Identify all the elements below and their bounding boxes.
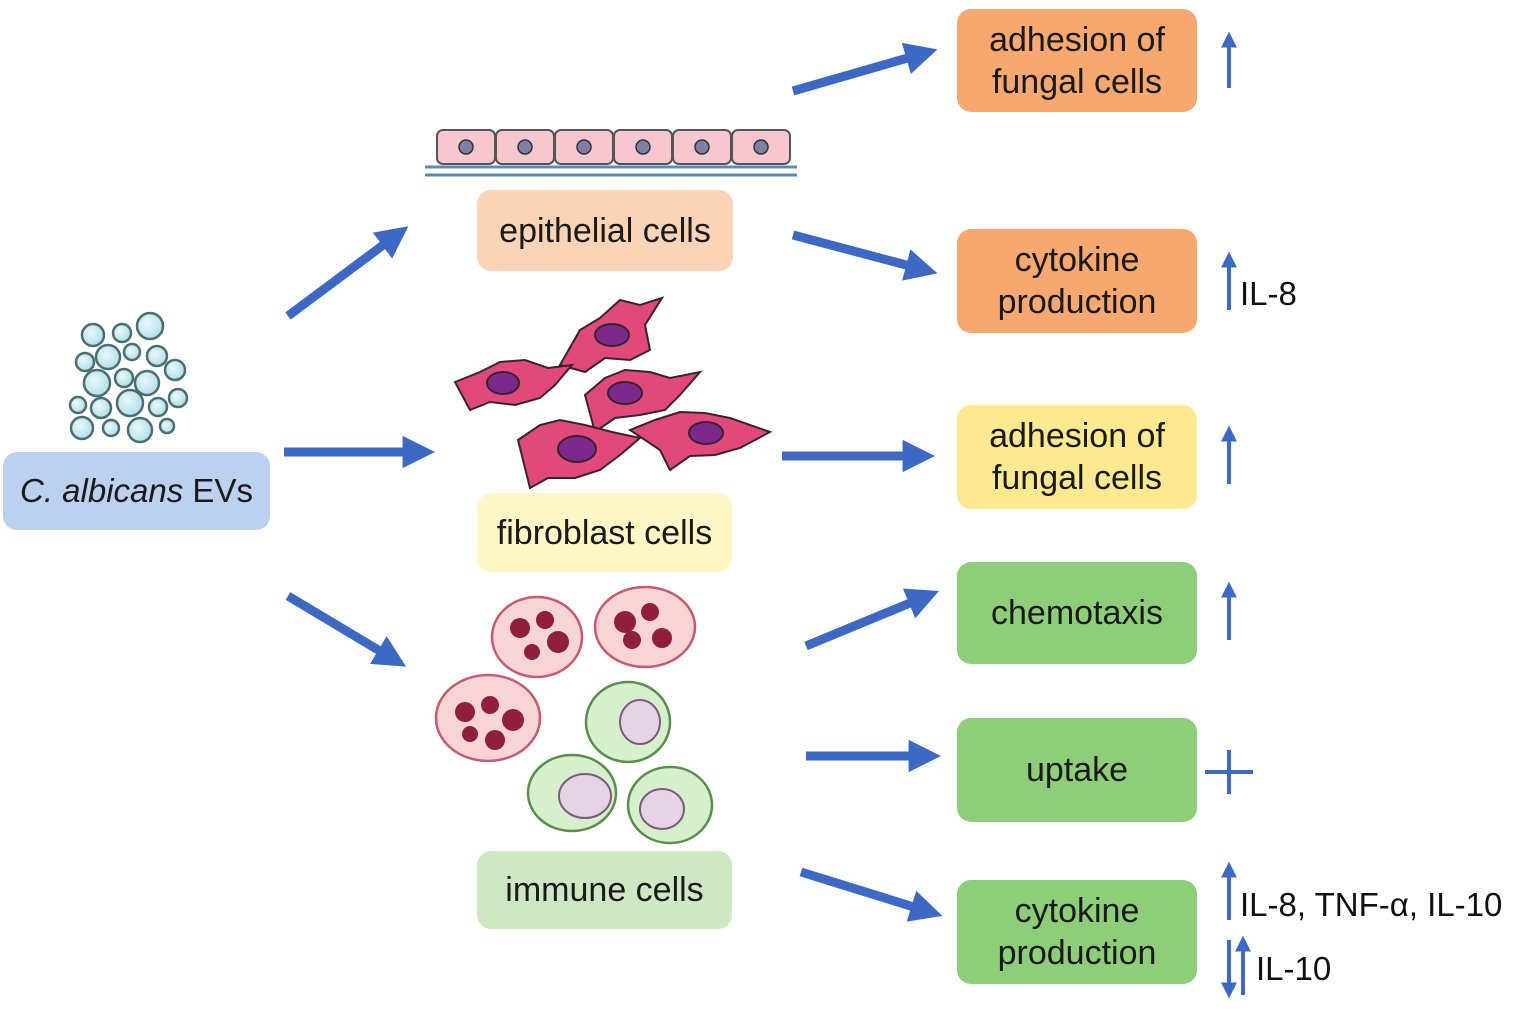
vesicle-cluster-icon: [68, 311, 189, 444]
up-down-arrow-icon: [1221, 935, 1251, 999]
flow-arrows: [284, 42, 943, 922]
outcome-box: adhesion of fungal cells: [957, 405, 1197, 509]
fibroblast-icon: [453, 296, 773, 490]
cell-type-immune: immune cells: [477, 851, 732, 929]
effect-note: IL-8: [1240, 275, 1297, 312]
outcome-box: adhesion of fungal cells: [957, 9, 1197, 112]
epithelium-icon: [425, 129, 797, 177]
outcome-box: uptake: [957, 718, 1197, 822]
effect-indicators: [1205, 31, 1253, 999]
source-label-italic: C. albicans: [20, 472, 184, 509]
outcome-box: cytokine production: [957, 880, 1197, 984]
cell-type-epithelial: epithelial cells: [477, 190, 733, 271]
effect-note: IL-8, TNF-α, IL-10: [1240, 886, 1503, 923]
cell-type-fibroblast: fibroblast cells: [477, 493, 732, 572]
source-label-rest: EVs: [183, 472, 253, 509]
plus-icon: [1205, 750, 1253, 794]
outcome-box: chemotaxis: [957, 562, 1197, 664]
outcome-box: cytokine production: [957, 229, 1197, 333]
effect-note-secondary: IL-10: [1256, 950, 1332, 987]
source-box: C. albicans EVs: [3, 452, 270, 530]
immune-cell-icon: [434, 585, 714, 845]
